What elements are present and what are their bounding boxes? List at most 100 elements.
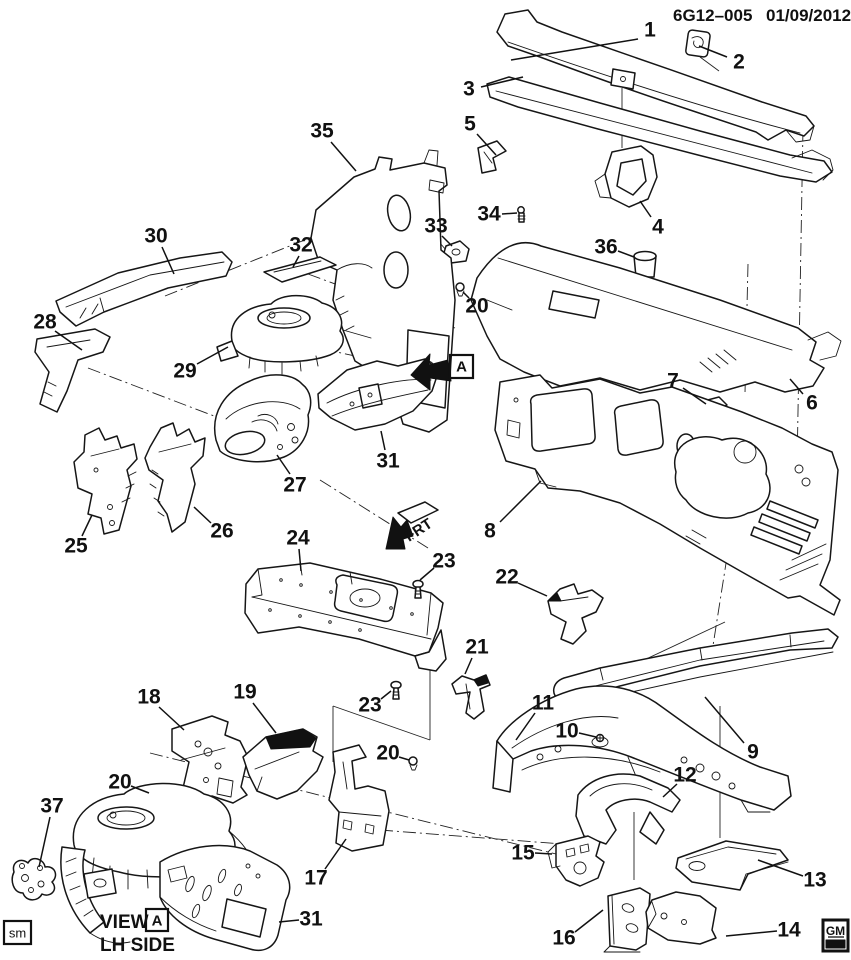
callout-number: 7 (667, 370, 679, 393)
callout-number: 9 (747, 741, 759, 764)
part-drawing-32 (263, 256, 337, 283)
callout-number: 34 (477, 203, 501, 226)
leader-line (276, 454, 291, 475)
callout-31-14: 31 (376, 430, 400, 473)
callout-number: 4 (652, 216, 664, 239)
gm-logo: GM (821, 918, 850, 953)
callout-28-12: 28 (33, 311, 83, 351)
callout-number: 15 (511, 842, 535, 865)
leader-line (380, 430, 386, 451)
part-drawing-29 (216, 294, 344, 375)
callout-5-3: 5 (464, 113, 497, 156)
callout-number: 23 (432, 550, 455, 573)
leader-line (441, 235, 453, 247)
callout-33-6: 33 (424, 215, 453, 247)
part-drawing-26 (144, 422, 206, 533)
leader-line (330, 141, 357, 172)
leader-line (517, 582, 548, 597)
callout-number: 1 (644, 19, 656, 42)
callout-number: 37 (40, 795, 63, 818)
part-drawing-13 (675, 840, 789, 891)
callout-16-37: 16 (552, 909, 604, 950)
callout-number: 33 (424, 215, 447, 238)
callout-number: 27 (283, 474, 306, 497)
leader-line (130, 785, 150, 794)
callout-number: 6 (806, 392, 818, 415)
callout-number: 23 (358, 694, 381, 717)
part-drawing-6 (470, 242, 842, 393)
view-arrow-label: A (456, 359, 467, 376)
callout-22-23: 22 (495, 566, 548, 597)
part-drawing-20-middle (408, 756, 418, 771)
leader-line (292, 255, 300, 268)
callout-23-25: 23 (358, 690, 392, 717)
leader-line (278, 919, 300, 923)
callout-24-21: 24 (286, 527, 310, 572)
leader-line (193, 506, 212, 524)
callout-number: 19 (233, 681, 256, 704)
callout-number: 35 (310, 120, 334, 143)
part-drawing-16 (603, 887, 651, 953)
callout-number: 30 (144, 225, 167, 248)
callout-21-24: 21 (464, 636, 489, 675)
leader-line (662, 783, 678, 798)
leader-line (324, 838, 347, 870)
callout-number: 10 (555, 720, 578, 743)
leader-line (510, 38, 639, 61)
callout-number: 5 (464, 113, 476, 136)
callout-10-26: 10 (555, 720, 597, 743)
callout-13-38: 13 (757, 859, 827, 892)
part-drawing-20-upper (455, 282, 465, 297)
callout-number: 25 (64, 535, 88, 558)
leader-line (398, 756, 410, 761)
frt-arrow-icon: FRT (385, 501, 439, 550)
callout-number: 8 (484, 520, 496, 543)
leader-line (158, 706, 185, 731)
callout-35-4: 35 (310, 120, 357, 172)
callout-number: 16 (552, 927, 575, 950)
leader-line (480, 76, 524, 88)
leader-line (515, 712, 536, 741)
leader-line (574, 909, 604, 933)
part-drawing-1 (496, 9, 815, 143)
view-ref-label: A (152, 913, 163, 930)
part-drawing-12 (575, 773, 681, 845)
callout-number: 26 (210, 520, 233, 543)
callout-number: 20 (376, 742, 399, 765)
leader-line (54, 330, 83, 351)
leader-line (682, 387, 707, 405)
callout-3-2: 3 (463, 76, 524, 101)
part-drawing-37 (11, 857, 57, 901)
callout-number: 12 (673, 764, 696, 787)
part-drawing-28 (34, 328, 111, 413)
doc-number: 6G12–005 (673, 6, 752, 25)
leader-line (161, 246, 175, 275)
leader-line (196, 346, 229, 365)
callout-25-17: 25 (64, 514, 93, 558)
doc-date: 01/09/2012 (766, 6, 851, 25)
callout-number: 20 (108, 771, 131, 794)
part-drawing-27 (214, 374, 312, 463)
callout-18-30: 18 (137, 686, 185, 731)
sm-label: sm (9, 926, 26, 941)
part-drawing-18 (171, 715, 249, 804)
callout-14-39: 14 (725, 919, 801, 942)
callout-20-11: 20 (462, 291, 489, 318)
part-drawing-8 (494, 374, 841, 616)
sm-mark: sm (2, 919, 33, 946)
view-label: VIEW (100, 912, 149, 933)
part-drawing-3 (486, 76, 834, 183)
callout-29-13: 29 (173, 346, 229, 383)
callout-37-34: 37 (38, 795, 64, 868)
callout-11-27: 11 (515, 692, 554, 741)
callout-20-32: 20 (108, 771, 150, 794)
part-drawing-24 (244, 562, 447, 672)
callout-number: 24 (286, 527, 310, 550)
leader-line (725, 930, 778, 937)
callout-number: 20 (465, 295, 488, 318)
callout-27-15: 27 (276, 454, 307, 497)
callout-number: 17 (304, 867, 327, 890)
leader-line (617, 250, 635, 258)
part-drawing-15 (547, 835, 605, 887)
